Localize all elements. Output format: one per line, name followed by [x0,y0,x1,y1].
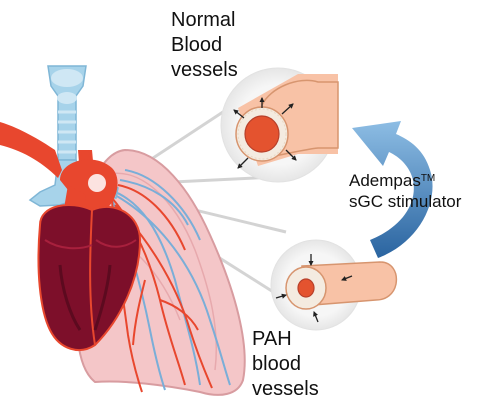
trademark: TM [420,173,436,184]
drug-name: Adempas [349,171,421,190]
pah-vessel-circle [270,239,398,331]
treatment-arrow [352,121,433,258]
drug-label: AdempasTM sGC stimulator [349,170,461,212]
lung-veins [109,169,231,391]
pah-blood-vessels-label: PAH blood vessels [252,328,319,400]
dilation-arrows [233,96,297,169]
normal-vessel-tube [235,79,339,162]
drug-class: sGC stimulator [349,192,462,211]
normal-blood-vessels-label: Normal Blood vessels [171,9,238,81]
heart [37,204,142,351]
constriction-arrows [275,254,353,323]
normal-vessel-circle [220,67,339,183]
